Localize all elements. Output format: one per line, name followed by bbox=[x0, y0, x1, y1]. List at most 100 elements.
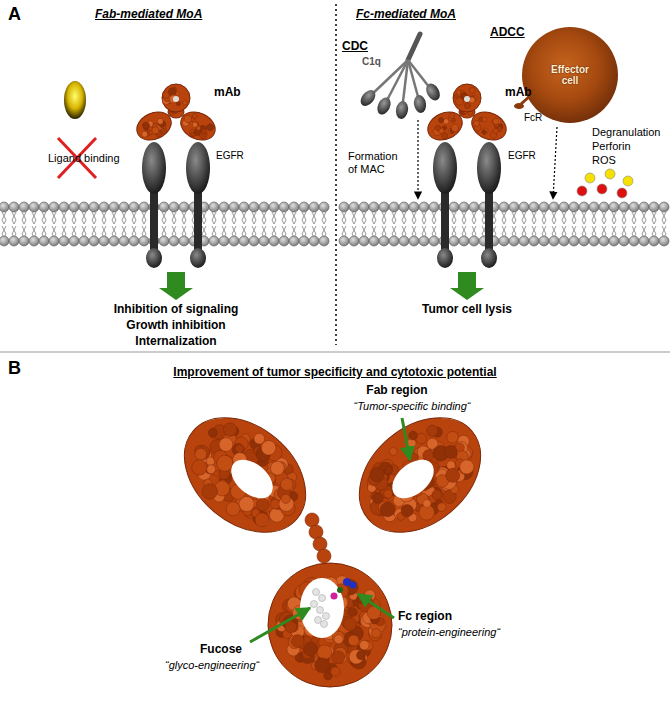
pointer-arrow bbox=[402, 418, 410, 460]
lipid-tail bbox=[432, 212, 434, 224]
annotation: Formation of MAC bbox=[348, 150, 398, 175]
lipid-tail bbox=[352, 226, 354, 237]
lipid-tail bbox=[124, 226, 126, 237]
region-name: Fab region bbox=[366, 384, 427, 398]
protein-surface bbox=[132, 107, 176, 146]
lipid-tail bbox=[572, 212, 574, 224]
lipid-head bbox=[249, 236, 259, 246]
protein-texture bbox=[469, 97, 475, 103]
lipid-tail bbox=[422, 212, 424, 224]
protein-texture bbox=[469, 87, 475, 93]
lipid-tail bbox=[64, 212, 66, 224]
lipid-head bbox=[469, 202, 479, 212]
lipid-tail bbox=[604, 212, 606, 224]
lipid-tail bbox=[552, 226, 554, 237]
lipid-tail bbox=[252, 226, 254, 237]
lipid-head bbox=[399, 236, 409, 246]
lipid-tail bbox=[544, 226, 546, 237]
protein-texture bbox=[221, 420, 240, 439]
lipid-tail bbox=[44, 226, 46, 237]
part-name: FcR bbox=[524, 112, 542, 124]
lipid-tail bbox=[122, 212, 124, 224]
lipid-tail bbox=[624, 212, 626, 224]
lipid-head bbox=[519, 202, 529, 212]
lipid-head bbox=[109, 236, 119, 246]
lipid-head bbox=[409, 202, 419, 212]
lipid-tail bbox=[372, 212, 374, 224]
lipid-tail bbox=[74, 212, 76, 224]
lipid-tail bbox=[304, 226, 306, 237]
protein-texture bbox=[176, 102, 180, 106]
panel-heading: Improvement of tumor specificity and cyt… bbox=[173, 366, 496, 380]
cytotoxic-granule bbox=[605, 169, 615, 179]
lipid-head bbox=[619, 202, 629, 212]
panel-heading: Fc-mediated MoA bbox=[356, 8, 456, 22]
protein-texture bbox=[304, 642, 318, 656]
protein-texture bbox=[383, 464, 395, 476]
protein-surface bbox=[467, 107, 511, 146]
lipid-head bbox=[599, 236, 609, 246]
receptor-head bbox=[477, 142, 501, 194]
lipid-tail bbox=[514, 212, 516, 224]
mechanism-name: ADCC bbox=[490, 26, 525, 40]
lipid-head bbox=[39, 202, 49, 212]
lipid-tail bbox=[612, 226, 614, 237]
lipid-tail bbox=[14, 212, 16, 224]
cell-label: Effector cell bbox=[551, 64, 589, 87]
lipid-head bbox=[559, 236, 569, 246]
lipid-tail bbox=[94, 226, 96, 237]
lipid-head bbox=[279, 236, 289, 246]
lipid-tail bbox=[392, 226, 394, 237]
protein-texture bbox=[252, 510, 272, 530]
lipid-tail bbox=[654, 212, 656, 224]
mab-fab bbox=[467, 107, 511, 146]
lipid-tail bbox=[284, 212, 286, 224]
lipid-tail bbox=[32, 212, 34, 224]
lipid-tail bbox=[282, 212, 284, 224]
lipid-tail bbox=[324, 226, 326, 237]
lipid-tail bbox=[354, 226, 356, 237]
lipid-tail bbox=[402, 212, 404, 224]
lipid-tail bbox=[482, 226, 484, 237]
lipid-head bbox=[259, 236, 269, 246]
lipid-tail bbox=[92, 212, 94, 224]
lipid-tail bbox=[374, 212, 376, 224]
lipid-head bbox=[569, 236, 579, 246]
region-name: Fucose bbox=[200, 643, 242, 657]
lipid-head bbox=[179, 202, 189, 212]
lipid-head bbox=[539, 236, 549, 246]
egfr-receptor bbox=[433, 142, 457, 268]
lipid-head bbox=[79, 202, 89, 212]
lipid-tail bbox=[222, 212, 224, 224]
lipid-tail bbox=[584, 212, 586, 224]
lipid-tail bbox=[312, 212, 314, 224]
lipid-tail bbox=[384, 212, 386, 224]
protein-texture bbox=[448, 112, 455, 119]
lipid-tail bbox=[42, 212, 44, 224]
lipid-head bbox=[119, 236, 129, 246]
lipid-tail bbox=[604, 226, 606, 237]
lipid-tail bbox=[42, 226, 44, 237]
hinge bbox=[317, 549, 331, 563]
lipid-tail bbox=[84, 212, 86, 224]
lipid-tail bbox=[142, 212, 144, 224]
lipid-head bbox=[659, 236, 669, 246]
protein-texture bbox=[407, 429, 419, 441]
lipid-tail bbox=[84, 226, 86, 237]
region-note: “glyco-engineering“ bbox=[165, 659, 259, 672]
lipid-head bbox=[239, 236, 249, 246]
lipid-head bbox=[0, 202, 9, 212]
lipid-tail bbox=[594, 212, 596, 224]
lipid-tail bbox=[214, 212, 216, 224]
glycan bbox=[319, 595, 326, 602]
lipid-tail bbox=[372, 226, 374, 237]
lipid-head bbox=[569, 202, 579, 212]
lipid-head bbox=[359, 202, 369, 212]
lipid-tail bbox=[54, 226, 56, 237]
lipid-head bbox=[309, 236, 319, 246]
lipid-tail bbox=[302, 212, 304, 224]
lipid-tail bbox=[4, 212, 6, 224]
lipid-head bbox=[419, 202, 429, 212]
lipid-tail bbox=[274, 226, 276, 237]
protein-texture bbox=[454, 94, 458, 98]
